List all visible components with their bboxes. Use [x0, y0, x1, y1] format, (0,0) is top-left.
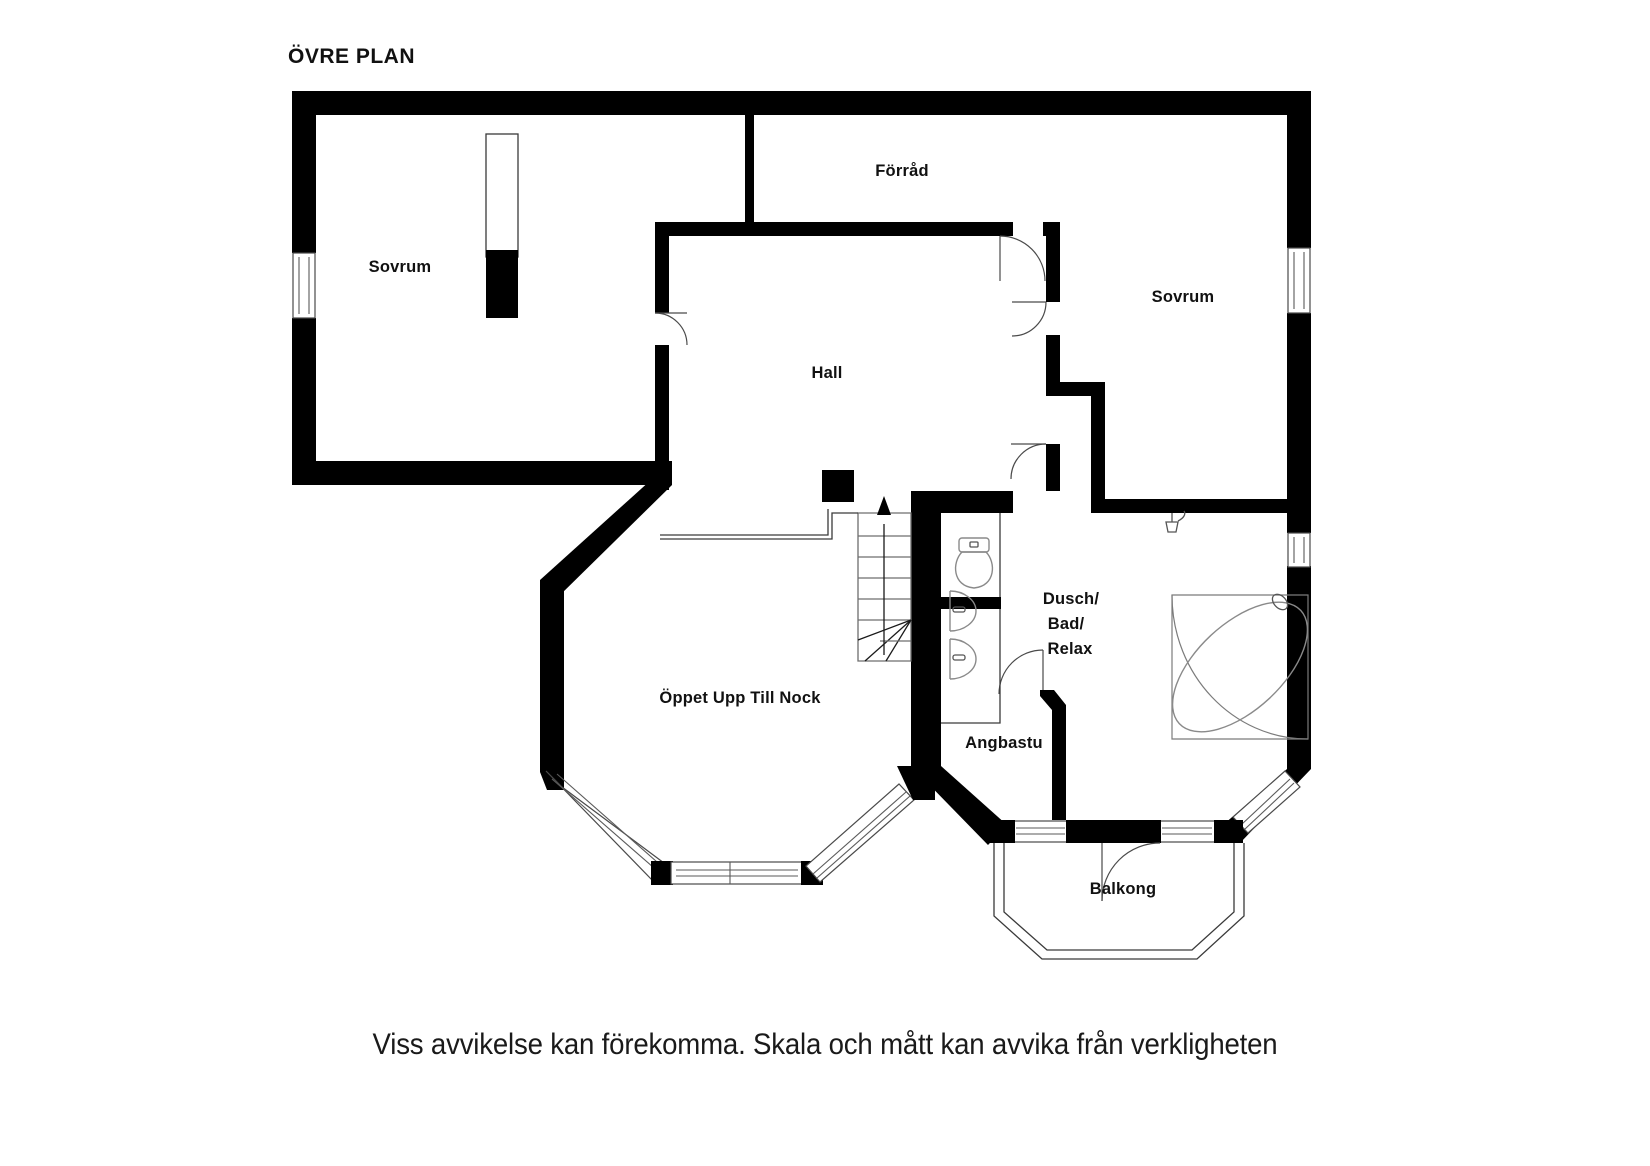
room-label-forrad: Förråd — [875, 162, 928, 180]
window-balcony-left — [1011, 820, 1070, 843]
window-balcony-right — [1157, 820, 1217, 843]
room-label-oppet-upp-till-nock: Öppet Upp Till Nock — [659, 688, 821, 707]
door-forrad[interactable] — [999, 235, 1046, 282]
room-label-bad: Bad/ — [1048, 615, 1085, 633]
open-to-ridge-walls — [540, 461, 672, 790]
room-label-dusch: Dusch/ — [1043, 590, 1099, 608]
balcony-railing — [993, 843, 1245, 960]
door-balcony[interactable] — [1101, 842, 1161, 902]
room-label-sovrum-left: Sovrum — [369, 258, 432, 276]
windows — [292, 247, 1311, 843]
door-angbastu[interactable] — [998, 649, 1044, 695]
window-left-sovrum — [292, 252, 316, 319]
angbastu-walls — [1040, 690, 1066, 820]
disclaimer-caption: Viss avvikelse kan förekomma. Skala och … — [372, 1028, 1278, 1061]
door-bath[interactable] — [1010, 443, 1047, 480]
room-labels: Sovrum Förråd Hall Sovrum Dusch/ Bad/ Re… — [369, 162, 1215, 898]
bath-fixture-enclosure — [941, 513, 1001, 724]
room-label-relax: Relax — [1047, 640, 1093, 658]
center-spine-wall — [911, 491, 1013, 845]
window-angled-balcony-right — [1232, 770, 1301, 834]
window-angled-right — [805, 783, 915, 883]
staircase — [660, 470, 912, 662]
wash-basin-lower-icon — [949, 638, 977, 680]
room-label-balkong: Balkong — [1090, 880, 1157, 898]
window-angled-left — [545, 770, 669, 883]
room-label-angbastu: Angbastu — [965, 734, 1043, 752]
doors — [654, 235, 1047, 695]
room-label-sovrum-right: Sovrum — [1152, 288, 1215, 306]
corner-bathtub-icon — [1171, 593, 1309, 740]
page-title: ÖVRE PLAN — [288, 45, 416, 68]
exterior-walls — [292, 91, 1311, 843]
wardrobe-partition-left-sovrum — [485, 133, 519, 318]
window-right-sovrum-upper — [1287, 247, 1311, 314]
window-bath-right — [1287, 532, 1311, 568]
door-right-sovrum[interactable] — [1011, 301, 1047, 337]
room-label-hall: Hall — [811, 364, 842, 382]
shower-fixture-icon — [1165, 510, 1186, 533]
toilet-icon — [954, 537, 994, 589]
balcony-walls — [988, 820, 1243, 843]
octagon-window-walls — [545, 766, 935, 885]
door-left-sovrum[interactable] — [654, 312, 688, 346]
interior-walls — [655, 115, 1287, 513]
wash-basin-upper-icon — [949, 590, 977, 632]
window-bottom-octagon — [670, 861, 804, 885]
